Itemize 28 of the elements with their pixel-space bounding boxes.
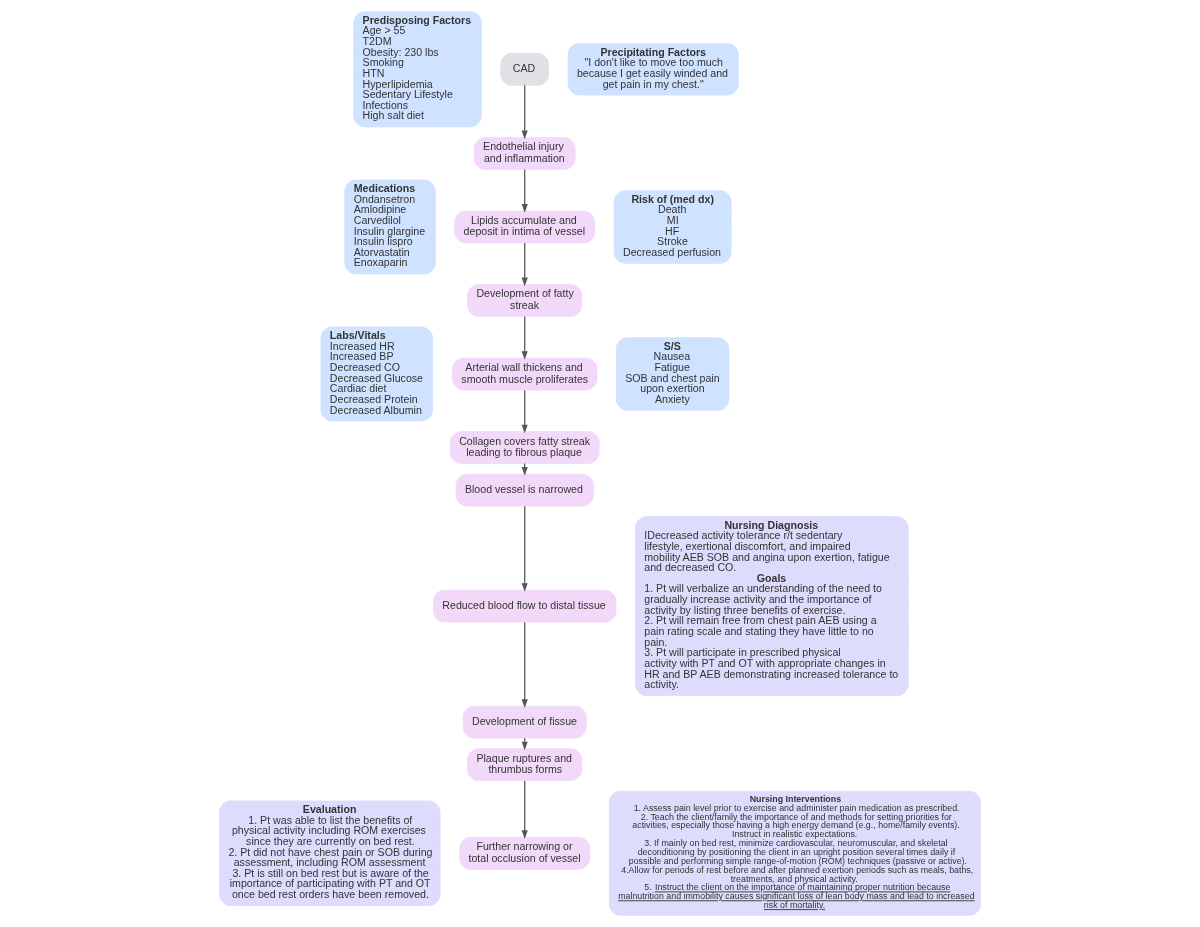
arrow xyxy=(521,84,528,140)
node-box: Plaque ruptures and thrumbus forms xyxy=(467,748,583,782)
node-box: Further narrowing or total occlusion of vessel xyxy=(459,836,591,870)
arrow xyxy=(521,389,528,434)
node-box: Precipitating Factors "I don't like to move too much because I get easily winded and get pain in my chest." xyxy=(567,43,739,96)
node-box: Development of fissue xyxy=(462,705,587,739)
arrow xyxy=(521,242,528,287)
node-box: Evaluation 1. Pt was able to list the benefits of physical activity including ROM exercises since they are currently on bed rest. 2. Pt did not have chest pain or SOB during assessment, including ROM assessment 3. Pt is still on bed rest but is aware of the importance of participating with PT and OT once bed rest orders have been removed. xyxy=(219,800,441,906)
node-box: Blood vessel is narrowed xyxy=(455,473,594,507)
node-box: CAD xyxy=(500,52,550,86)
node-box: Development of fatty streak xyxy=(467,284,583,317)
node-box: Arterial wall thickens and smooth muscle proliferates xyxy=(452,357,598,391)
node-box: Risk of (med dx) Death MI HF Stroke Decreased perfusion xyxy=(613,190,732,264)
node-box: Reduced blood flow to distal tissue xyxy=(433,589,617,623)
node-box: Medications Ondansetron Amlodipine Carvedilol Insulin glargine Insulin lispro Atorvastatin Enoxaparin xyxy=(344,179,436,275)
node-box: Lipids accumulate and deposit in intima of vessel xyxy=(454,210,596,244)
node-box: S/S Nausea Fatigue SOB and chest pain upon exertion Anxiety xyxy=(615,337,730,411)
node-box: Predisposing Factors Age > 55 T2DM Obesity: 230 lbs Smoking HTN Hyperlipidemia Sedentary Lifestyle Infections High salt diet xyxy=(353,11,482,128)
arrow xyxy=(521,505,528,592)
node-box: Endothelial injury and inflammation xyxy=(473,137,576,170)
node-box: Nursing Interventions 1. Assess pain level prior to exercise and administer pain medication as prescribed. 2. Teach the client/family the importance of and methods for setting priorities for activities, especially those having a high energy demand (e.g., home/family events). Instruct in realistic expectations. 3. If mainly on bed rest, minimize cardiovascular, neuromuscular, and skeletal deconditioning by positioning the client in an upright position several times daily if possible and performing simple range-of-motion (ROM) techniques (passive or active). 4.Allow for periods of rest before and after planned exertion periods such as meals, baths, treatments, and physical activity. 5. Instruct the client on the importance of maintaining proper nutrition because malnutrition and immobility causes significant loss of lean body mass and lead to increased risk of mortality. xyxy=(608,790,981,916)
node-box: Collagen covers fatty streak leading to fibrous plaque xyxy=(449,431,600,464)
arrow xyxy=(521,316,528,360)
arrow xyxy=(521,621,528,708)
node-box: Labs/Vitals Increased HR Increased BP Decreased CO Decreased Glucose Cardiac diet Decreased Protein Decreased Albumin xyxy=(320,326,434,422)
arrow xyxy=(521,780,528,839)
node-box: Nursing Diagnosis IDecreased activity tolerance r/t sedentary lifestyle, exertional discomfort, and impaired mobility AEB SOB and angina upon exertion, fatigue and decreased CO. Goals 1. Pt will verbalize an understanding of the need to gradually increase activity and the importance of activity by listing three benefits of exercise. 2. Pt will remain free from chest pain AEB using a pain rating scale and stating they have little to no pain. 3. Pt will participate in prescribed physical activity with PT and OT with appropriate changes in HR and BP AEB demonstrating increased tolerance to activity. xyxy=(635,516,909,697)
arrow xyxy=(521,168,528,213)
